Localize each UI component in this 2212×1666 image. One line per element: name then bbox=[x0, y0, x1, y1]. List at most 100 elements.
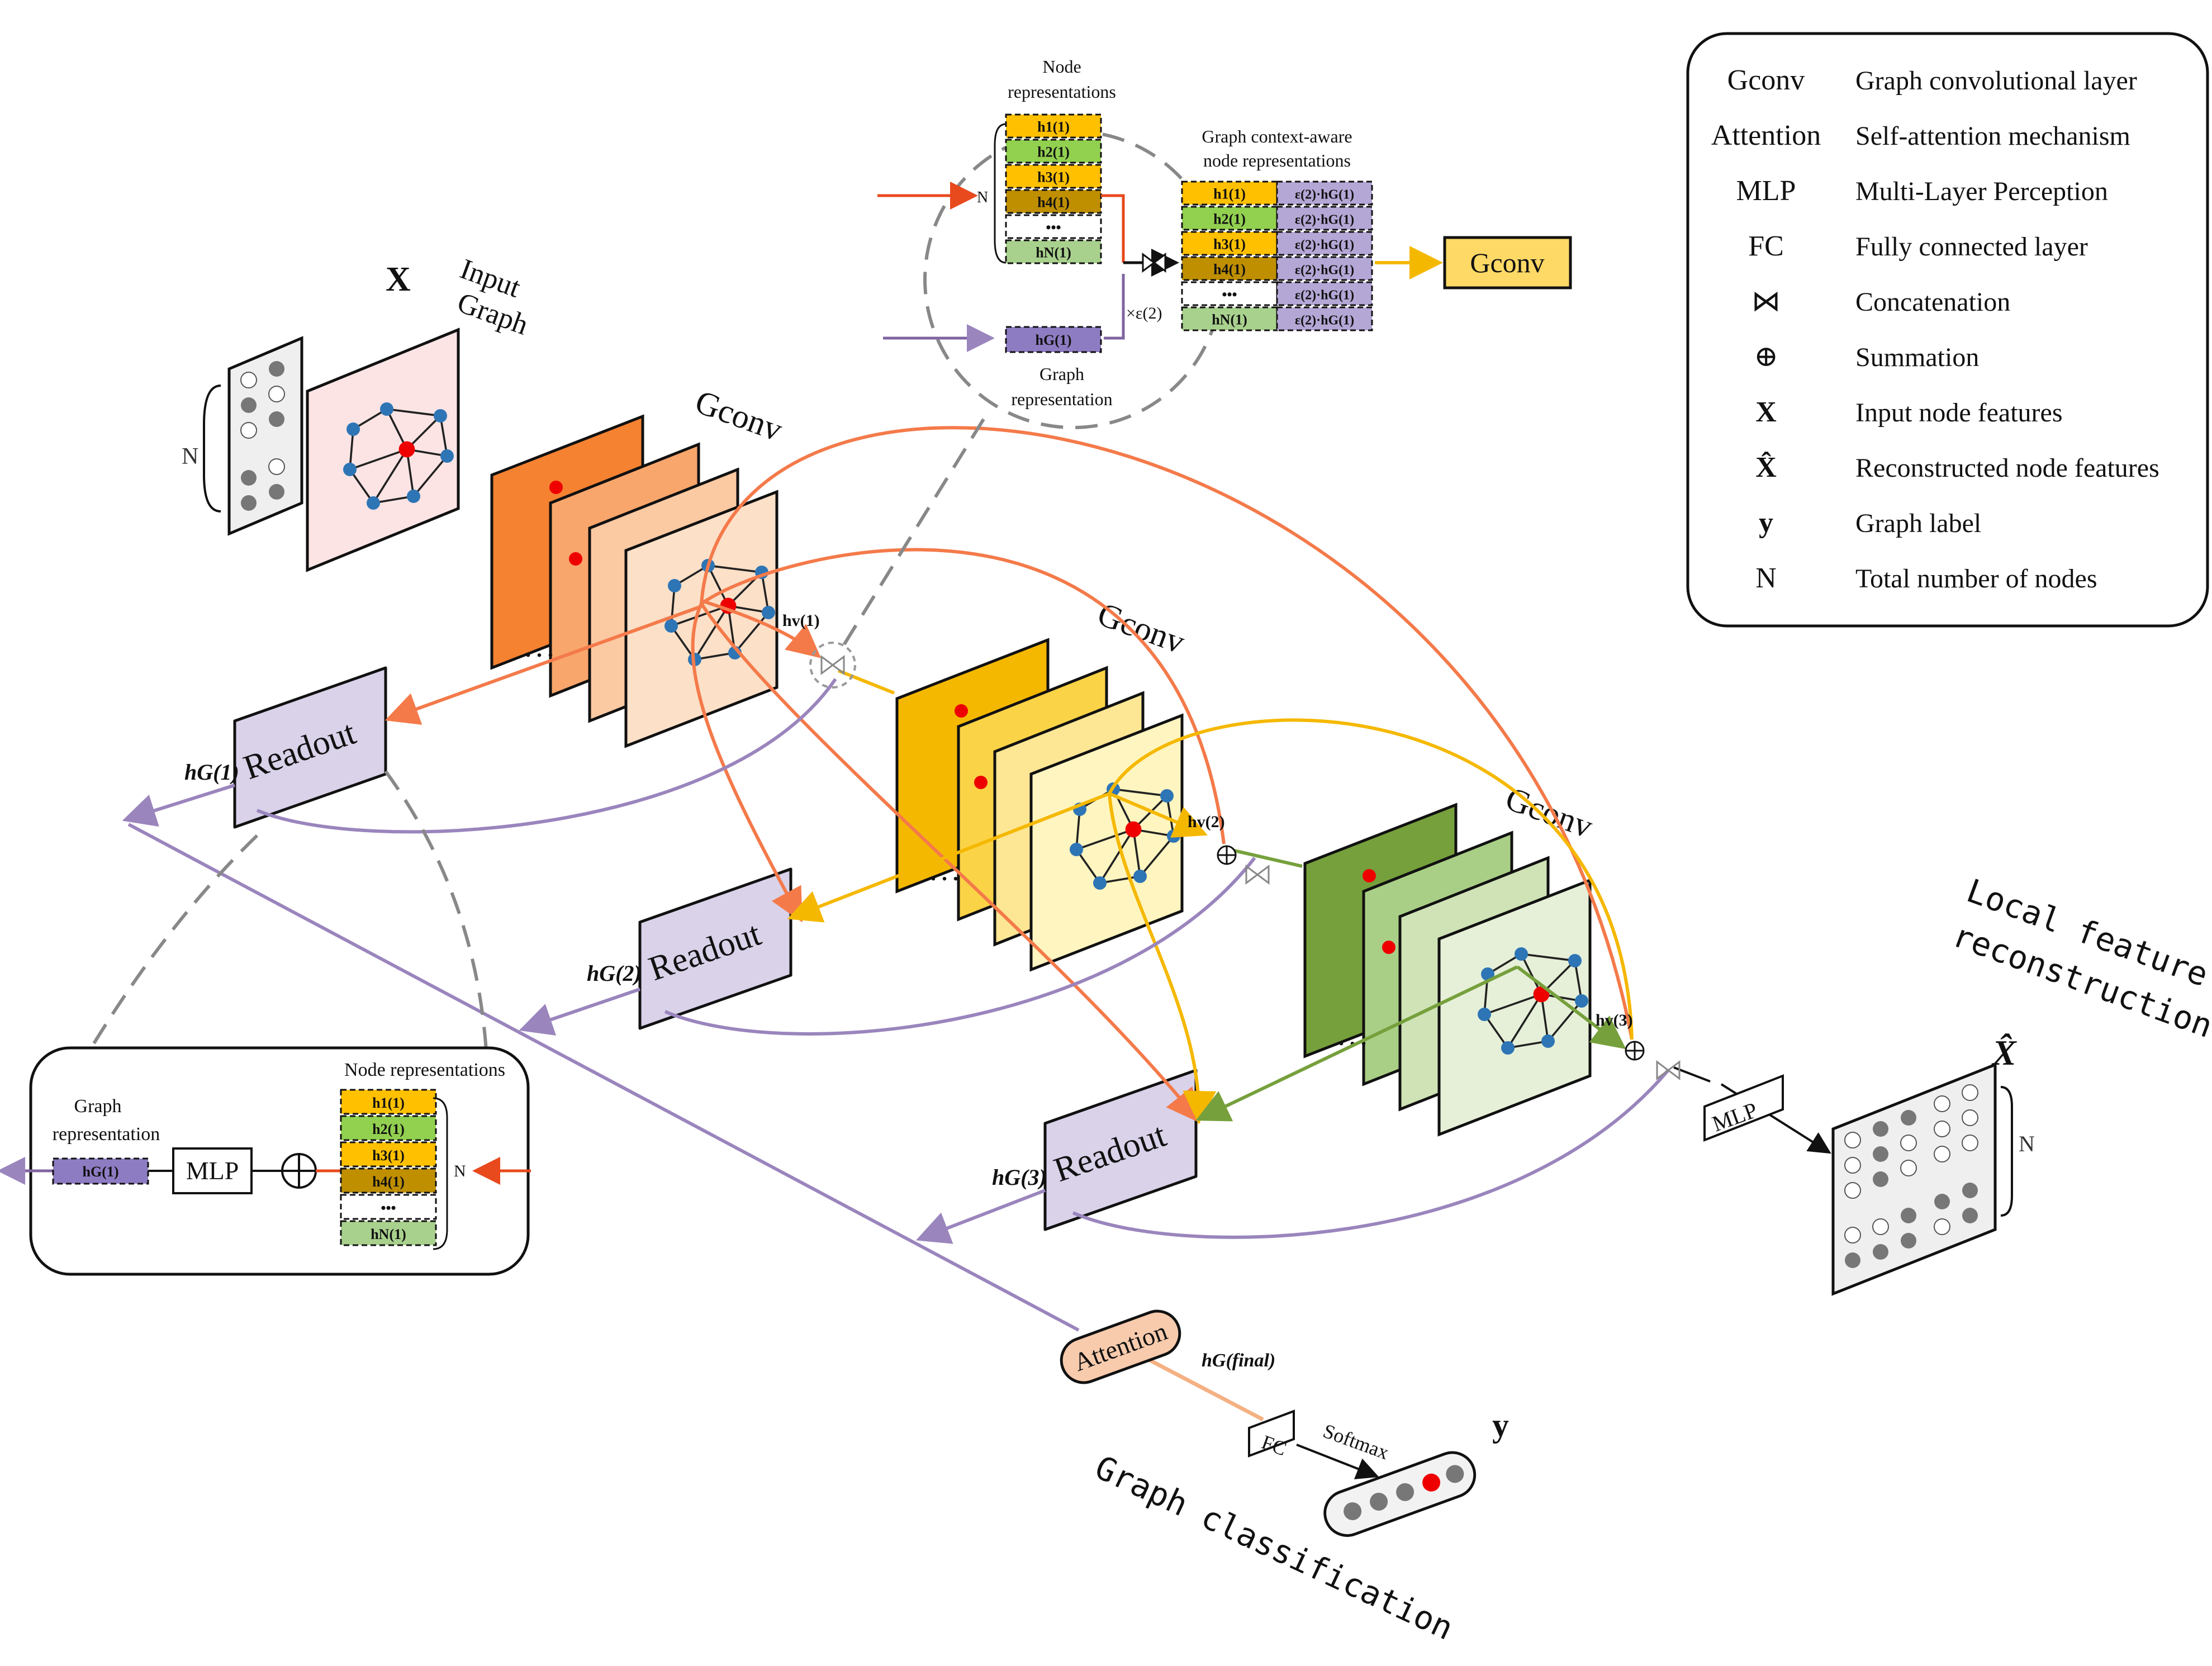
legend-desc-7: Reconstructed node features bbox=[1855, 453, 2159, 483]
ctx-left-label-3: h4(1) bbox=[1213, 262, 1246, 278]
ctx-left-row-4 bbox=[1181, 281, 1278, 306]
zoom-bottom-graph-line1: Graph bbox=[74, 1096, 122, 1117]
ztop-left-stack-row-label-5: hN(1) bbox=[1036, 245, 1071, 261]
fc-box bbox=[1248, 1409, 1295, 1458]
legend-desc-3: Fully connected layer bbox=[1855, 232, 2088, 262]
zoom-top-node-line2: representations bbox=[1008, 82, 1116, 102]
legend-desc-0: Graph convolutional layer bbox=[1855, 66, 2137, 96]
legend-term-5: ⊕ bbox=[1754, 341, 1778, 373]
hg1-label: hG(1) bbox=[184, 760, 239, 785]
ztop-left-stack-row-2 bbox=[1005, 164, 1102, 189]
legend-term-1: Attention bbox=[1711, 120, 1821, 151]
ctx-right-row-5 bbox=[1276, 306, 1373, 331]
hv1-label: hv(1) bbox=[782, 611, 820, 630]
concat-icon-3 bbox=[1656, 1060, 1681, 1080]
ctx-right-row-3 bbox=[1276, 256, 1373, 281]
zoom-top-gconv-label: Gconv bbox=[1470, 247, 1544, 278]
ctx-left-row-1 bbox=[1181, 206, 1278, 231]
ctx-left-row-2 bbox=[1181, 231, 1278, 256]
output-mlp-box bbox=[1703, 1074, 1784, 1142]
zoom-bottom-mlp-box bbox=[172, 1147, 253, 1194]
ctx-right-label-2: ε(2)·hG(1) bbox=[1295, 238, 1354, 253]
legend-desc-6: Input node features bbox=[1855, 398, 2063, 428]
concat-icon-1 bbox=[820, 655, 845, 675]
zoom-bottom-graph-line2: representation bbox=[53, 1124, 160, 1145]
zbot-stack-row-label-3: h4(1) bbox=[372, 1174, 405, 1190]
legend-desc-8: Graph label bbox=[1855, 509, 1981, 538]
legend-term-6: X bbox=[1755, 396, 1777, 428]
attention-box bbox=[1060, 1309, 1181, 1384]
zoom-top-scale: ×ε(2) bbox=[1126, 304, 1162, 322]
ctx-right-row-2 bbox=[1276, 231, 1373, 256]
zoom-top-graph-line2: representation bbox=[1011, 389, 1112, 409]
legend-desc-9: Total number of nodes bbox=[1855, 564, 2097, 594]
ztop-left-stack-row-0 bbox=[1005, 113, 1102, 139]
output-n-label: N bbox=[2019, 1131, 2035, 1156]
hg3-label: hG(3) bbox=[992, 1165, 1047, 1190]
ctx-left-row-5 bbox=[1181, 306, 1278, 331]
junctions: hv(1) hv(2) hv(3) bbox=[782, 611, 1681, 1080]
ztop-left-stack-row-label-1: h2(1) bbox=[1037, 144, 1070, 160]
zbot-stack-row-0 bbox=[340, 1089, 437, 1115]
zoom-top-ctx-stack: h1(1)ε(2)·hG(1)h2(1)ε(2)·hG(1)h3(1)ε(2)·… bbox=[1181, 181, 1373, 331]
hg2-label: hG(2) bbox=[587, 961, 642, 986]
input-graph: N X Input Graph bbox=[182, 253, 533, 572]
zbot-stack-row-1 bbox=[340, 1115, 437, 1141]
svg-text:. . .: . . . bbox=[525, 637, 553, 662]
ctx-right-label-3: ε(2)·hG(1) bbox=[1295, 263, 1354, 278]
legend-term-8: y bbox=[1759, 507, 1773, 539]
ztop-left-stack-row-3 bbox=[1005, 189, 1102, 214]
ctx-left-row-0 bbox=[1181, 181, 1278, 206]
ctx-right-row-4 bbox=[1276, 281, 1373, 306]
legend-term-0: Gconv bbox=[1727, 64, 1805, 96]
legend-desc-5: Summation bbox=[1855, 343, 1979, 372]
zoom-bottom-node-title: Node representations bbox=[344, 1060, 505, 1080]
input-x-label: X bbox=[386, 260, 411, 298]
ztop-left-stack-row-1 bbox=[1005, 139, 1102, 164]
input-n-label: N bbox=[182, 444, 198, 469]
readout-1: Readout hG(1) bbox=[184, 666, 387, 829]
zoom-top-concat-icon bbox=[1142, 253, 1166, 273]
legend-term-7: X̂ bbox=[1755, 451, 1777, 483]
ctx-right-row-0 bbox=[1276, 181, 1373, 206]
legend-desc-2: Multi-Layer Perception bbox=[1855, 177, 2108, 206]
gconv-1-label: Gconv bbox=[691, 383, 787, 448]
hg-final-label: hG(final) bbox=[1202, 1350, 1275, 1371]
flow-arrows bbox=[122, 426, 1831, 1479]
ztop-left-stack-row-5 bbox=[1005, 239, 1102, 264]
zoom-bottom-n-label: N bbox=[454, 1162, 466, 1180]
ctx-right-label-5: ε(2)·hG(1) bbox=[1295, 314, 1354, 328]
gconv-layer-2: . . . Gconv bbox=[895, 595, 1190, 972]
zoom-bottom: Graph representation hG(1) MLP Node repr… bbox=[0, 770, 531, 1276]
output-x-hat: X̂ bbox=[1991, 1033, 2017, 1072]
zoom-bottom-mlp-label: MLP bbox=[186, 1156, 239, 1185]
zbot-stack-row-label-1: h2(1) bbox=[372, 1121, 405, 1137]
legend-desc-4: Concatenation bbox=[1855, 287, 2010, 317]
zoom-top-graph-cell bbox=[1005, 326, 1102, 353]
svg-text:. . .: . . . bbox=[931, 860, 958, 885]
legend-desc-1: Self-attention mechanism bbox=[1855, 121, 2130, 151]
reconstruction: MLP bbox=[1703, 871, 2212, 1296]
readout-3: Readout hG(3) bbox=[992, 1069, 1198, 1231]
y-label: y bbox=[1492, 1407, 1509, 1444]
svg-text:hG(1): hG(1) bbox=[1036, 332, 1072, 348]
svg-text:hG(1): hG(1) bbox=[83, 1164, 119, 1180]
input-feature-dots bbox=[240, 361, 285, 511]
zbot-stack-row-label-4: ••• bbox=[381, 1200, 396, 1216]
hv3-label: hv(3) bbox=[1596, 1011, 1633, 1029]
zoom-bottom-node-stack: h1(1) h2(1) h3(1) h4(1) ••• hN(1) bbox=[340, 1089, 437, 1246]
ctx-right-label-0: ε(2)·hG(1) bbox=[1295, 188, 1354, 202]
zbot-stack-row-label-2: h3(1) bbox=[372, 1147, 405, 1164]
zoom-top-ctx-line1: Graph context-aware bbox=[1202, 126, 1352, 146]
zoom-top: Node representations h1(1)h2(1)h3(1)h4(1… bbox=[837, 56, 1572, 655]
zbot-stack-row-label-0: h1(1) bbox=[372, 1095, 405, 1111]
zoom-top-ctx-line2: node representations bbox=[1203, 150, 1351, 170]
legend-term-4: ⋈ bbox=[1751, 286, 1781, 317]
zoom-bottom-graph-cell bbox=[52, 1157, 149, 1185]
zoom-top-n-label: N bbox=[977, 189, 988, 206]
gconv-2-label: Gconv bbox=[1093, 595, 1190, 661]
zbot-stack-row-label-5: hN(1) bbox=[371, 1226, 406, 1242]
ctx-left-label-2: h3(1) bbox=[1213, 236, 1246, 253]
ctx-left-label-1: h2(1) bbox=[1213, 211, 1246, 227]
